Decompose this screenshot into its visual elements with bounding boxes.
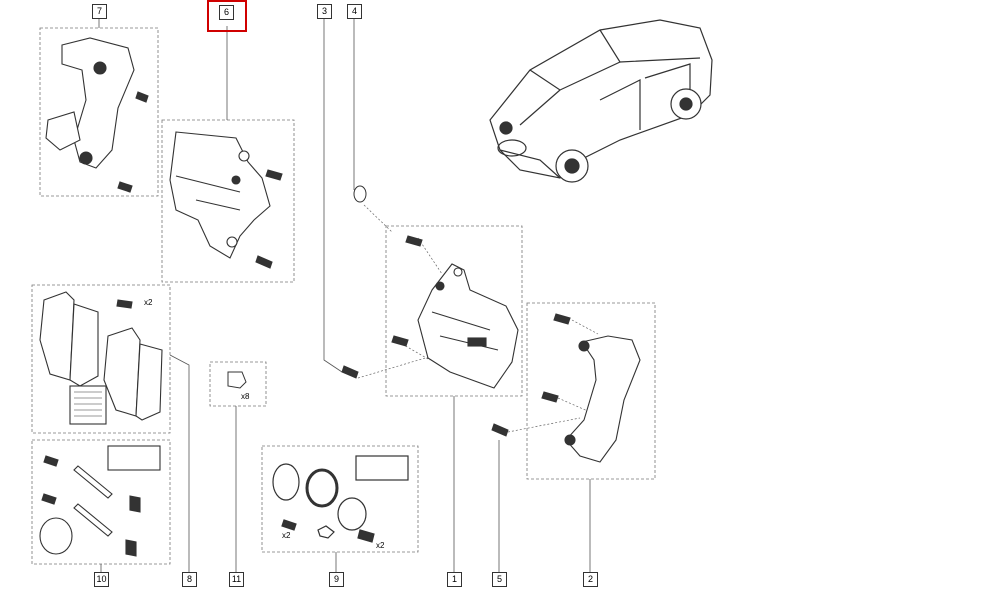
qty-seal-bolt: x2 <box>282 531 291 540</box>
callout-8[interactable]: 8 <box>182 572 197 587</box>
selected-callout-highlight <box>207 0 247 32</box>
pin-4 <box>353 185 367 203</box>
callout-10[interactable]: 10 <box>94 572 109 587</box>
qty-clip: x8 <box>241 392 250 401</box>
clip-11 <box>227 371 247 389</box>
assembly-line-d <box>571 319 599 335</box>
assembly-line-b <box>357 355 433 379</box>
group-box-11 <box>209 361 267 407</box>
caliper-body-6 <box>169 131 283 269</box>
assembly-line-g <box>417 237 443 275</box>
leader-3 <box>323 18 343 373</box>
carrier-bracket-7 <box>45 37 149 193</box>
callout-3[interactable]: 3 <box>317 4 332 19</box>
callout-6[interactable]: 6 <box>219 5 234 20</box>
group-box-1 <box>385 225 523 397</box>
assembly-line-c <box>401 343 431 361</box>
group-box-9 <box>261 445 419 553</box>
group-box-8 <box>31 284 171 434</box>
qty-seal-boot: x2 <box>376 541 385 550</box>
seal-kit-9 <box>272 455 409 543</box>
callout-4[interactable]: 4 <box>347 4 362 19</box>
callout-2[interactable]: 2 <box>583 572 598 587</box>
assembly-line-a <box>363 204 393 233</box>
qty-pad-bolts: x2 <box>144 298 153 307</box>
callout-7[interactable]: 7 <box>92 4 107 19</box>
bolt-3 <box>341 365 359 379</box>
group-box-2 <box>526 302 656 480</box>
caliper-assembly-1 <box>391 235 519 389</box>
car-illustration <box>489 19 713 183</box>
callout-11[interactable]: 11 <box>229 572 244 587</box>
bolt-5 <box>491 423 509 437</box>
assembly-line-e <box>557 397 591 413</box>
callout-5[interactable]: 5 <box>492 572 507 587</box>
leader-8 <box>169 354 190 572</box>
callout-1[interactable]: 1 <box>447 572 462 587</box>
callout-9[interactable]: 9 <box>329 572 344 587</box>
group-box-6 <box>161 119 295 283</box>
assembly-line-f <box>507 417 581 433</box>
carrier-bracket-2 <box>541 313 641 463</box>
guide-pin-kit-10 <box>39 445 161 557</box>
brake-pads-8 <box>39 291 163 425</box>
group-box-7 <box>39 27 159 197</box>
